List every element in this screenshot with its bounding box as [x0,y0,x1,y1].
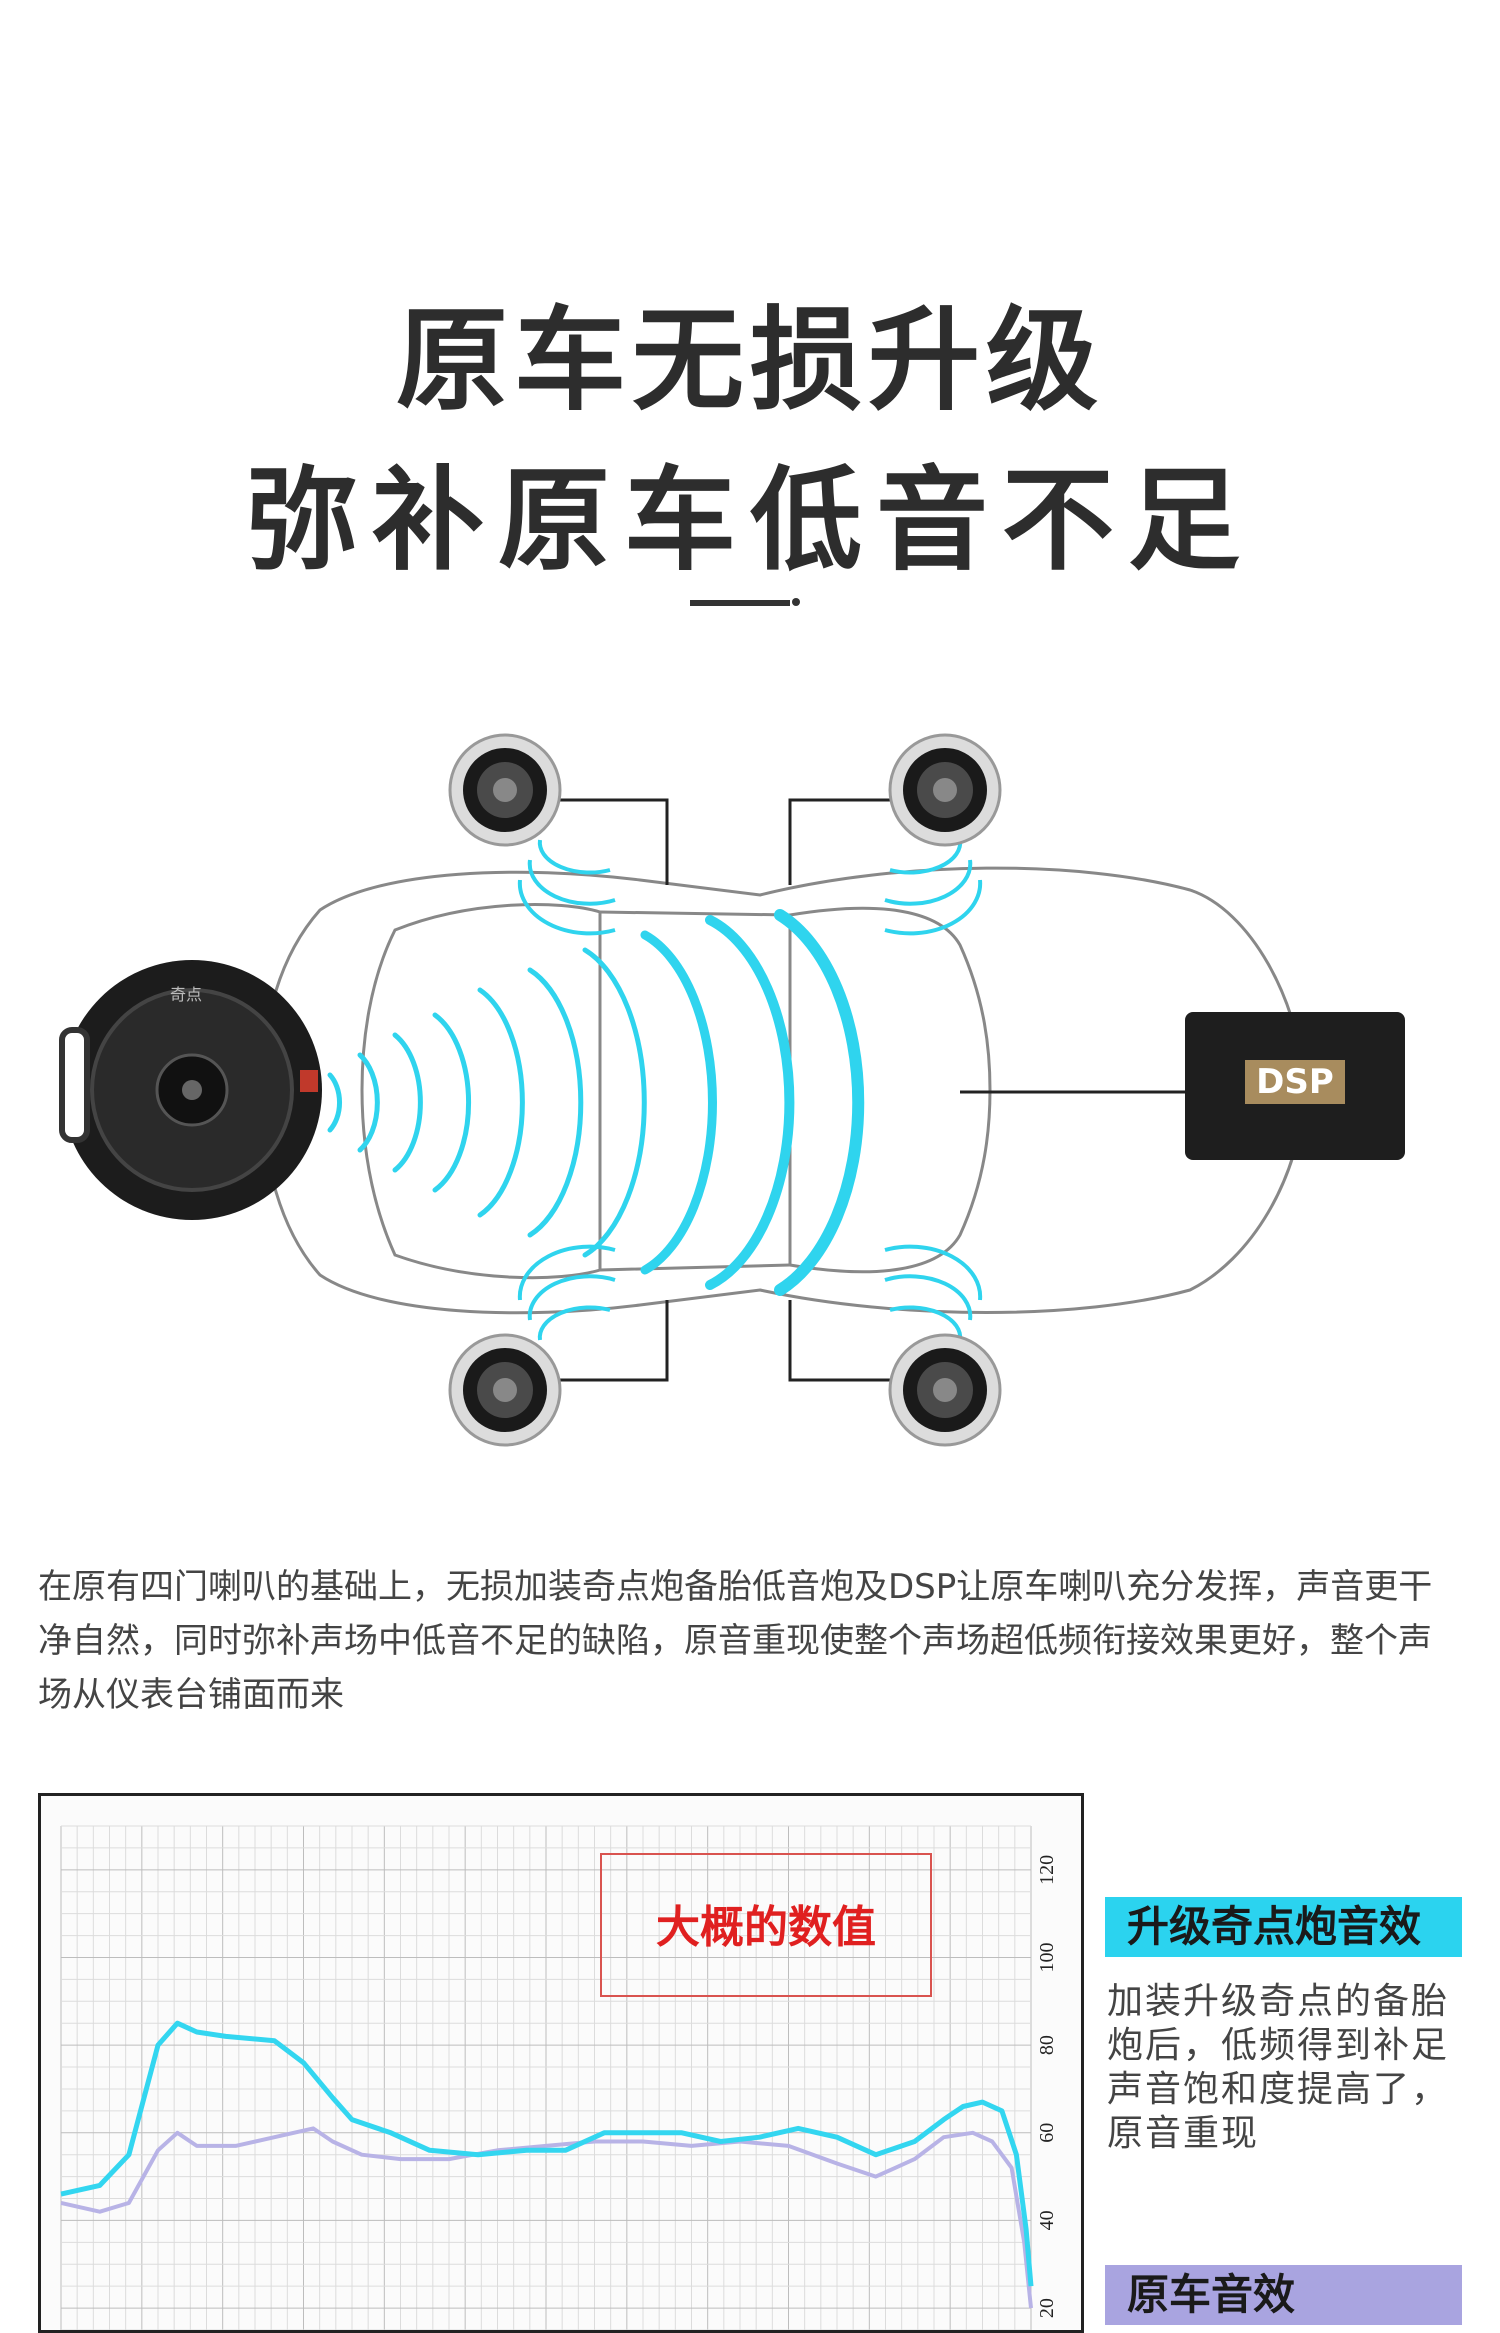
y-tick-label: 40 [1036,2210,1058,2230]
subwoofer-icon: 奇点 [59,960,322,1220]
legend-upgrade-text: 加装升级奇点的备胎炮后，低频得到补足声音饱和度提高了，原音重现 [1107,1981,1450,2154]
subwoofer-logo: 奇点 [170,986,202,1004]
legend-upgrade-title: 升级奇点炮音效 [1105,1897,1462,1957]
dsp-box: DSP [1185,1012,1405,1160]
connector-lines [555,798,1185,1382]
y-tick-label: 20 [1036,2298,1058,2318]
speaker-icon-front-left [448,733,562,847]
divider-dash [690,600,790,606]
speaker-waves [517,839,983,1341]
description-text: 在原有四门喇叭的基础上，无损加装奇点炮备胎低音炮及DSP让原车喇叭充分发挥，声音… [38,1567,1433,1715]
y-tick-label: 120 [1036,1855,1058,1885]
y-tick-label: 60 [1036,2123,1058,2143]
car-outline [260,866,1307,1315]
series-line-0 [60,2020,1034,2287]
headline-line2: 弥补原车低音不足 [246,456,1254,586]
car-audio-diagram: 奇点 DSP [59,733,1405,1447]
divider-dot [792,598,800,606]
y-tick-label: 100 [1036,1942,1058,1972]
chart-svg: 20 40 60 80 100 120 大概的数值 [60,1825,1058,2330]
legend-original-title: 原车音效 [1105,2265,1462,2325]
series-line-1 [60,2126,1033,2309]
speaker-icon-front-right [888,733,1002,847]
annotation-box [600,1853,932,1997]
speaker-icon-rear-right [888,1333,1002,1447]
y-tick-label: 80 [1036,2035,1058,2055]
annotation-label: 大概的数值 [656,1902,876,1953]
headline-line1: 原车无损升级 [396,296,1104,426]
frequency-chart: 20 40 60 80 100 120 大概的数值 [38,1793,1084,2333]
dsp-label: DSP [1256,1062,1334,1102]
sound-waves [327,909,865,1296]
speaker-icon-rear-left [448,1333,562,1447]
